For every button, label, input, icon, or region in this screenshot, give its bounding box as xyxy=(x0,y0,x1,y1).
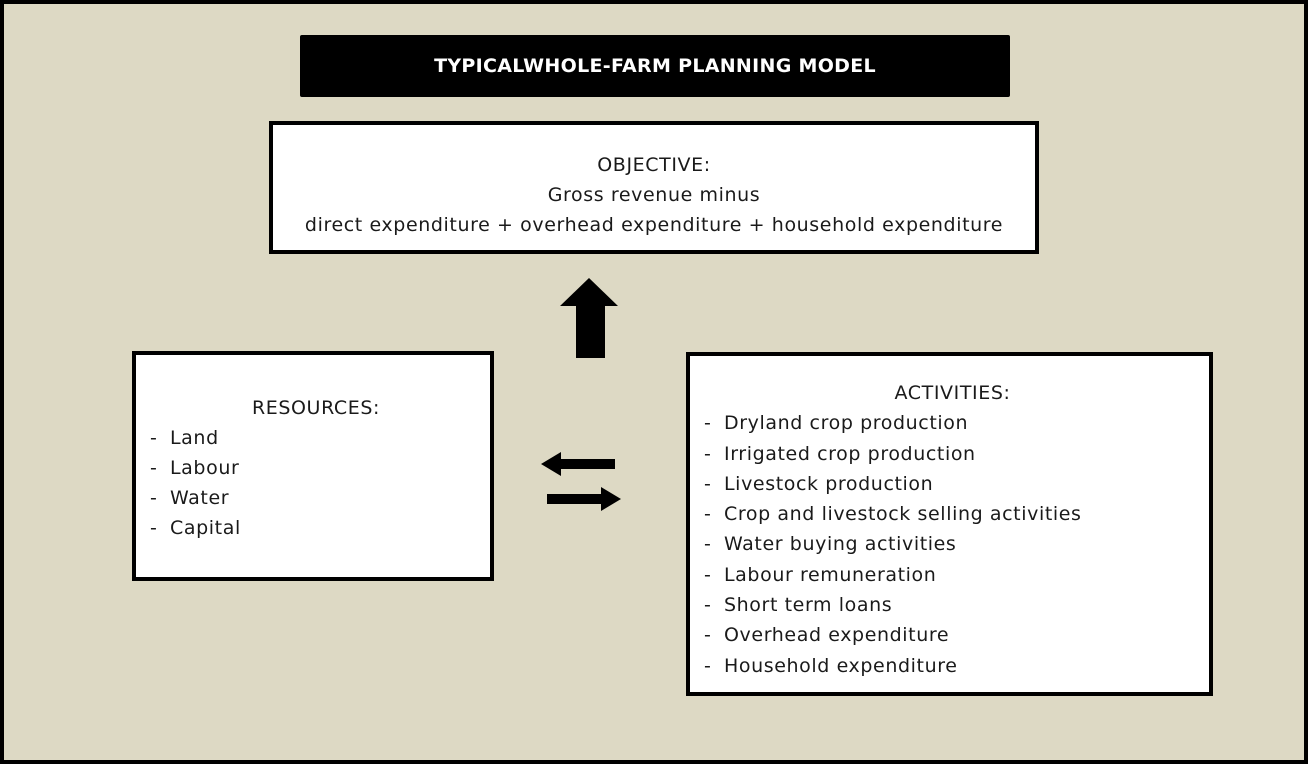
resource-label: Water xyxy=(170,487,230,509)
resource-label: Capital xyxy=(170,517,241,539)
activities-box: ACTIVITIES: -Dryland crop production -Ir… xyxy=(686,352,1213,696)
activity-item: -Water buying activities xyxy=(704,529,1209,559)
resource-item: -Capital xyxy=(150,513,490,543)
list-dash: - xyxy=(150,517,158,539)
resources-heading: RESOURCES: xyxy=(251,397,381,419)
up-arrow-icon xyxy=(560,278,618,358)
activity-label: Crop and livestock selling activities xyxy=(724,503,1082,526)
resource-item: -Water xyxy=(150,483,490,513)
objective-heading: OBJECTIVE: xyxy=(597,154,711,176)
title-banner: TYPICALWHOLE-FARM PLANNING MODEL xyxy=(300,35,1010,97)
activity-item: -Irrigated crop production xyxy=(704,439,1209,469)
resources-box: RESOURCES: -Land -Labour -Water -Capital xyxy=(132,351,494,581)
activity-label: Labour remuneration xyxy=(724,563,937,586)
activity-item: -Dryland crop production xyxy=(704,408,1209,438)
activity-item: -Overhead expenditure xyxy=(704,620,1209,650)
list-dash: - xyxy=(704,594,712,617)
diagram-title: TYPICALWHOLE-FARM PLANNING MODEL xyxy=(434,55,876,77)
activities-heading: ACTIVITIES: xyxy=(894,382,1011,404)
right-arrow-icon xyxy=(547,487,621,511)
activity-label: Overhead expenditure xyxy=(724,624,950,647)
activity-item: -Labour remuneration xyxy=(704,560,1209,590)
resource-item: -Labour xyxy=(150,453,490,483)
list-dash: - xyxy=(704,533,712,556)
list-dash: - xyxy=(150,487,158,509)
list-dash: - xyxy=(704,472,712,495)
resource-label: Labour xyxy=(170,457,240,479)
objective-box: OBJECTIVE: Gross revenue minus direct ex… xyxy=(269,121,1039,254)
activity-item: -Crop and livestock selling activities xyxy=(704,499,1209,529)
list-dash: - xyxy=(704,563,712,586)
objective-line-1: Gross revenue minus xyxy=(547,184,761,206)
activity-label: Dryland crop production xyxy=(724,412,969,435)
activity-item: -Livestock production xyxy=(704,469,1209,499)
list-dash: - xyxy=(704,442,712,465)
list-dash: - xyxy=(150,457,158,479)
activity-label: Short term loans xyxy=(724,594,893,617)
list-dash: - xyxy=(704,624,712,647)
activities-list: -Dryland crop production -Irrigated crop… xyxy=(690,408,1209,681)
list-dash: - xyxy=(704,503,712,526)
resources-list: -Land -Labour -Water -Capital xyxy=(136,423,490,543)
activity-label: Household expenditure xyxy=(724,654,958,677)
list-dash: - xyxy=(704,412,712,435)
activity-item: -Household expenditure xyxy=(704,651,1209,681)
activity-label: Livestock production xyxy=(724,472,934,495)
resource-item: -Land xyxy=(150,423,490,453)
activity-label: Water buying activities xyxy=(724,533,957,556)
activity-label: Irrigated crop production xyxy=(724,442,976,465)
objective-line-2: direct expenditure + overhead expenditur… xyxy=(304,214,1004,236)
list-dash: - xyxy=(704,654,712,677)
left-arrow-icon xyxy=(541,452,615,476)
resource-label: Land xyxy=(170,427,219,449)
list-dash: - xyxy=(150,427,158,449)
activity-item: -Short term loans xyxy=(704,590,1209,620)
